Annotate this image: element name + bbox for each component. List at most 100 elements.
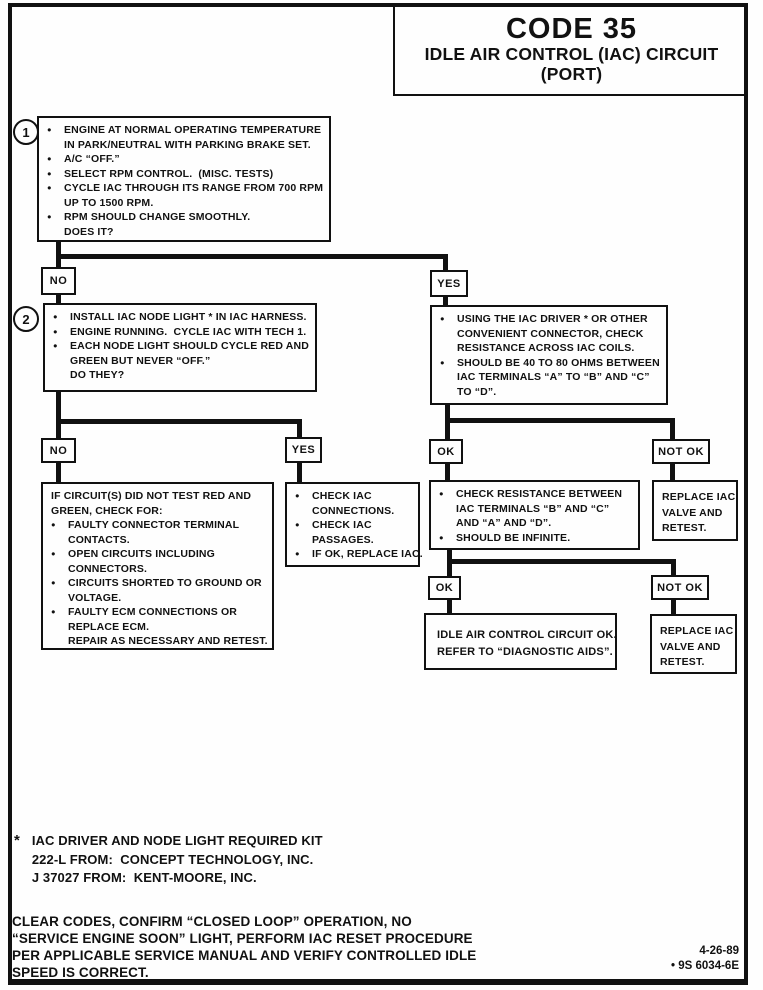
connector-line [445, 418, 675, 423]
flow-text: DO THEY? [70, 369, 125, 381]
flow-text: CYCLE IAC THROUGH ITS RANGE FROM 700 RPM [64, 182, 324, 194]
flow-box-fault-check: IF CIRCUIT(S) DID NOT TEST RED AND GREEN,… [41, 482, 274, 650]
circuit-subtitle: (PORT) [540, 64, 603, 84]
bullet-icon: ● [439, 489, 444, 498]
flow-text: CONTACTS. [68, 533, 130, 546]
text-line: IAC DRIVER AND NODE LIGHT REQUIRED KIT [31, 833, 323, 848]
flow-box-idle-ok: IDLE AIR CONTROL CIRCUIT OK.REFER TO “DI… [424, 613, 617, 670]
text-line: REFER TO “DIAGNOSTIC AIDS”. [437, 646, 613, 658]
connector-line [447, 550, 452, 560]
flow-text: SHOULD BE 40 TO 80 OHMS BETWEEN [457, 356, 660, 369]
branch-label-yes-1: YES [430, 270, 468, 297]
flow-text-line: IAC TERMINALS “A” TO “B” AND “C” [440, 370, 662, 385]
flow-text: VOLTAGE. [68, 591, 122, 604]
flow-text-line: IN PARK/NEUTRAL WITH PARKING BRAKE SET. [47, 138, 325, 153]
flow-text-line: CONNECTORS. [51, 562, 268, 577]
flow-text: IF CIRCUIT(S) DID NOT TEST RED AND [51, 490, 252, 502]
bullet-icon: ● [47, 183, 52, 192]
flow-text: CONNECTIONS. [312, 504, 395, 517]
branch-label-yes-2: YES [285, 437, 322, 463]
flow-text: GREEN BUT NEVER “OFF.” [70, 354, 211, 367]
flow-text: SHOULD BE INFINITE. [456, 531, 571, 544]
connector-line [56, 242, 61, 256]
connector-line [56, 419, 302, 424]
flow-text-line: GREEN, CHECK FOR: [51, 504, 268, 519]
text-line: CLEAR CODES, CONFIRM “CLOSED LOOP” OPERA… [12, 914, 412, 929]
connector-line [56, 424, 61, 438]
bullet-icon: ● [295, 549, 300, 558]
branch-label-ok-1: OK [429, 439, 463, 464]
connector-line [670, 464, 675, 480]
connector-line [671, 564, 676, 575]
flow-text-line: ●EACH NODE LIGHT SHOULD CYCLE RED AND [53, 339, 311, 354]
connector-line [445, 423, 450, 439]
connector-line [447, 600, 452, 613]
doc-date: 4-26-89 [699, 945, 739, 957]
flow-box-step2: ● INSTALL IAC NODE LIGHT * IN IAC HARNESS… [43, 303, 317, 392]
text-line: RETEST. [660, 656, 705, 668]
text-line: 222-L FROM: CONCEPT TECHNOLOGY, INC. [31, 851, 314, 867]
flow-text: PASSAGES. [312, 533, 374, 546]
flow-text-line: UP TO 1500 RPM. [47, 196, 325, 211]
text-line: PER APPLICABLE SERVICE MANUAL AND VERIFY… [12, 948, 477, 963]
flow-box-step1: ● ENGINE AT NORMAL OPERATING TEMPERATURE I… [37, 116, 331, 242]
doc-reference: 4-26-89 • 9S 6034-6E [671, 944, 739, 974]
text-line: SPEED IS CORRECT. [12, 965, 149, 980]
bullet-icon: ● [439, 532, 444, 542]
connector-line [297, 424, 302, 437]
text-line: J 37027 FROM: KENT-MOORE, INC. [31, 870, 257, 885]
bullet-icon: ● [47, 125, 52, 134]
flow-text-line: VOLTAGE. [51, 591, 268, 606]
flow-text-line: DOES IT? [47, 225, 325, 240]
flow-text: CHECK IAC [312, 519, 372, 531]
flow-text: IAC TERMINALS “A” TO “B” AND “C” [457, 371, 650, 383]
flow-text-line: ●CHECK IAC [295, 518, 414, 533]
flow-text: IAC TERMINALS “B” AND “C” [456, 502, 610, 515]
branch-label-no-2: NO [41, 438, 76, 463]
flow-text: INSTALL IAC NODE LIGHT * IN IAC HARNESS. [70, 311, 307, 323]
bullet-icon: ● [53, 326, 58, 336]
flow-text-line: GREEN BUT NEVER “OFF.” [53, 354, 311, 369]
flow-text: UP TO 1500 RPM. [64, 196, 154, 209]
flow-text-line: ●ENGINE RUNNING. CYCLE IAC WITH TECH 1. [53, 325, 311, 340]
flow-text-line: CONVENIENT CONNECTOR, CHECK [440, 327, 662, 342]
text-line: REPLACE IAC [660, 625, 734, 637]
flow-text-line: ● ENGINE AT NORMAL OPERATING TEMPERATURE [47, 123, 325, 138]
text-line: RETEST. [662, 522, 707, 534]
flow-text-line: ●CHECK RESISTANCE BETWEEN [439, 487, 634, 502]
flow-text-line: REPLACE ECM. [51, 620, 268, 635]
flow-text: RESISTANCE ACROSS IAC COILS. [457, 342, 635, 354]
flow-text-line: ● CYCLE IAC THROUGH ITS RANGE FROM 700 RP… [47, 181, 325, 196]
flow-text: REPAIR AS NECESSARY AND RETEST. [68, 635, 268, 647]
flow-text-line: ● INSTALL IAC NODE LIGHT * IN IAC HARNESS… [53, 310, 311, 325]
bullet-icon: ● [440, 357, 445, 367]
connector-line [447, 564, 452, 576]
flow-text: A/C “OFF.” [64, 153, 120, 165]
flow-text-line: ● SHOULD BE 40 TO 80 OHMS BETWEEN [440, 356, 662, 371]
flow-text: CIRCUITS SHORTED TO GROUND OR [68, 577, 262, 589]
flow-text-line: CONTACTS. [51, 533, 268, 548]
flow-text: ENGINE AT NORMAL OPERATING TEMPERATURE [64, 124, 322, 136]
flow-text: CHECK IAC [312, 490, 372, 502]
text-line: REPLACE IAC [662, 491, 736, 503]
flow-text-line: ● SHOULD BE INFINITE. [439, 531, 634, 546]
flow-text: FAULTY CONNECTOR TERMINAL [68, 519, 240, 531]
connector-line [56, 254, 448, 259]
flow-text: REPLACE ECM. [68, 620, 150, 633]
circuit-title: IDLE AIR CONTROL (IAC) CIRCUIT [424, 44, 719, 64]
flow-text: IF OK, REPLACE IAC. [312, 548, 423, 560]
bullet-icon: ● [53, 312, 58, 321]
flow-text-line: DO THEY? [53, 368, 311, 383]
bullet-icon: ● [47, 212, 52, 221]
connector-line [445, 464, 450, 480]
flow-text-line: IAC TERMINALS “B” AND “C” [439, 502, 634, 517]
flow-text-line: ●A/C “OFF.” [47, 152, 325, 167]
flow-text-line: ●CHECK IAC [295, 489, 414, 504]
connector-line [671, 600, 676, 614]
bullet-icon: ● [440, 314, 445, 323]
flow-text-line: PASSAGES. [295, 533, 414, 548]
